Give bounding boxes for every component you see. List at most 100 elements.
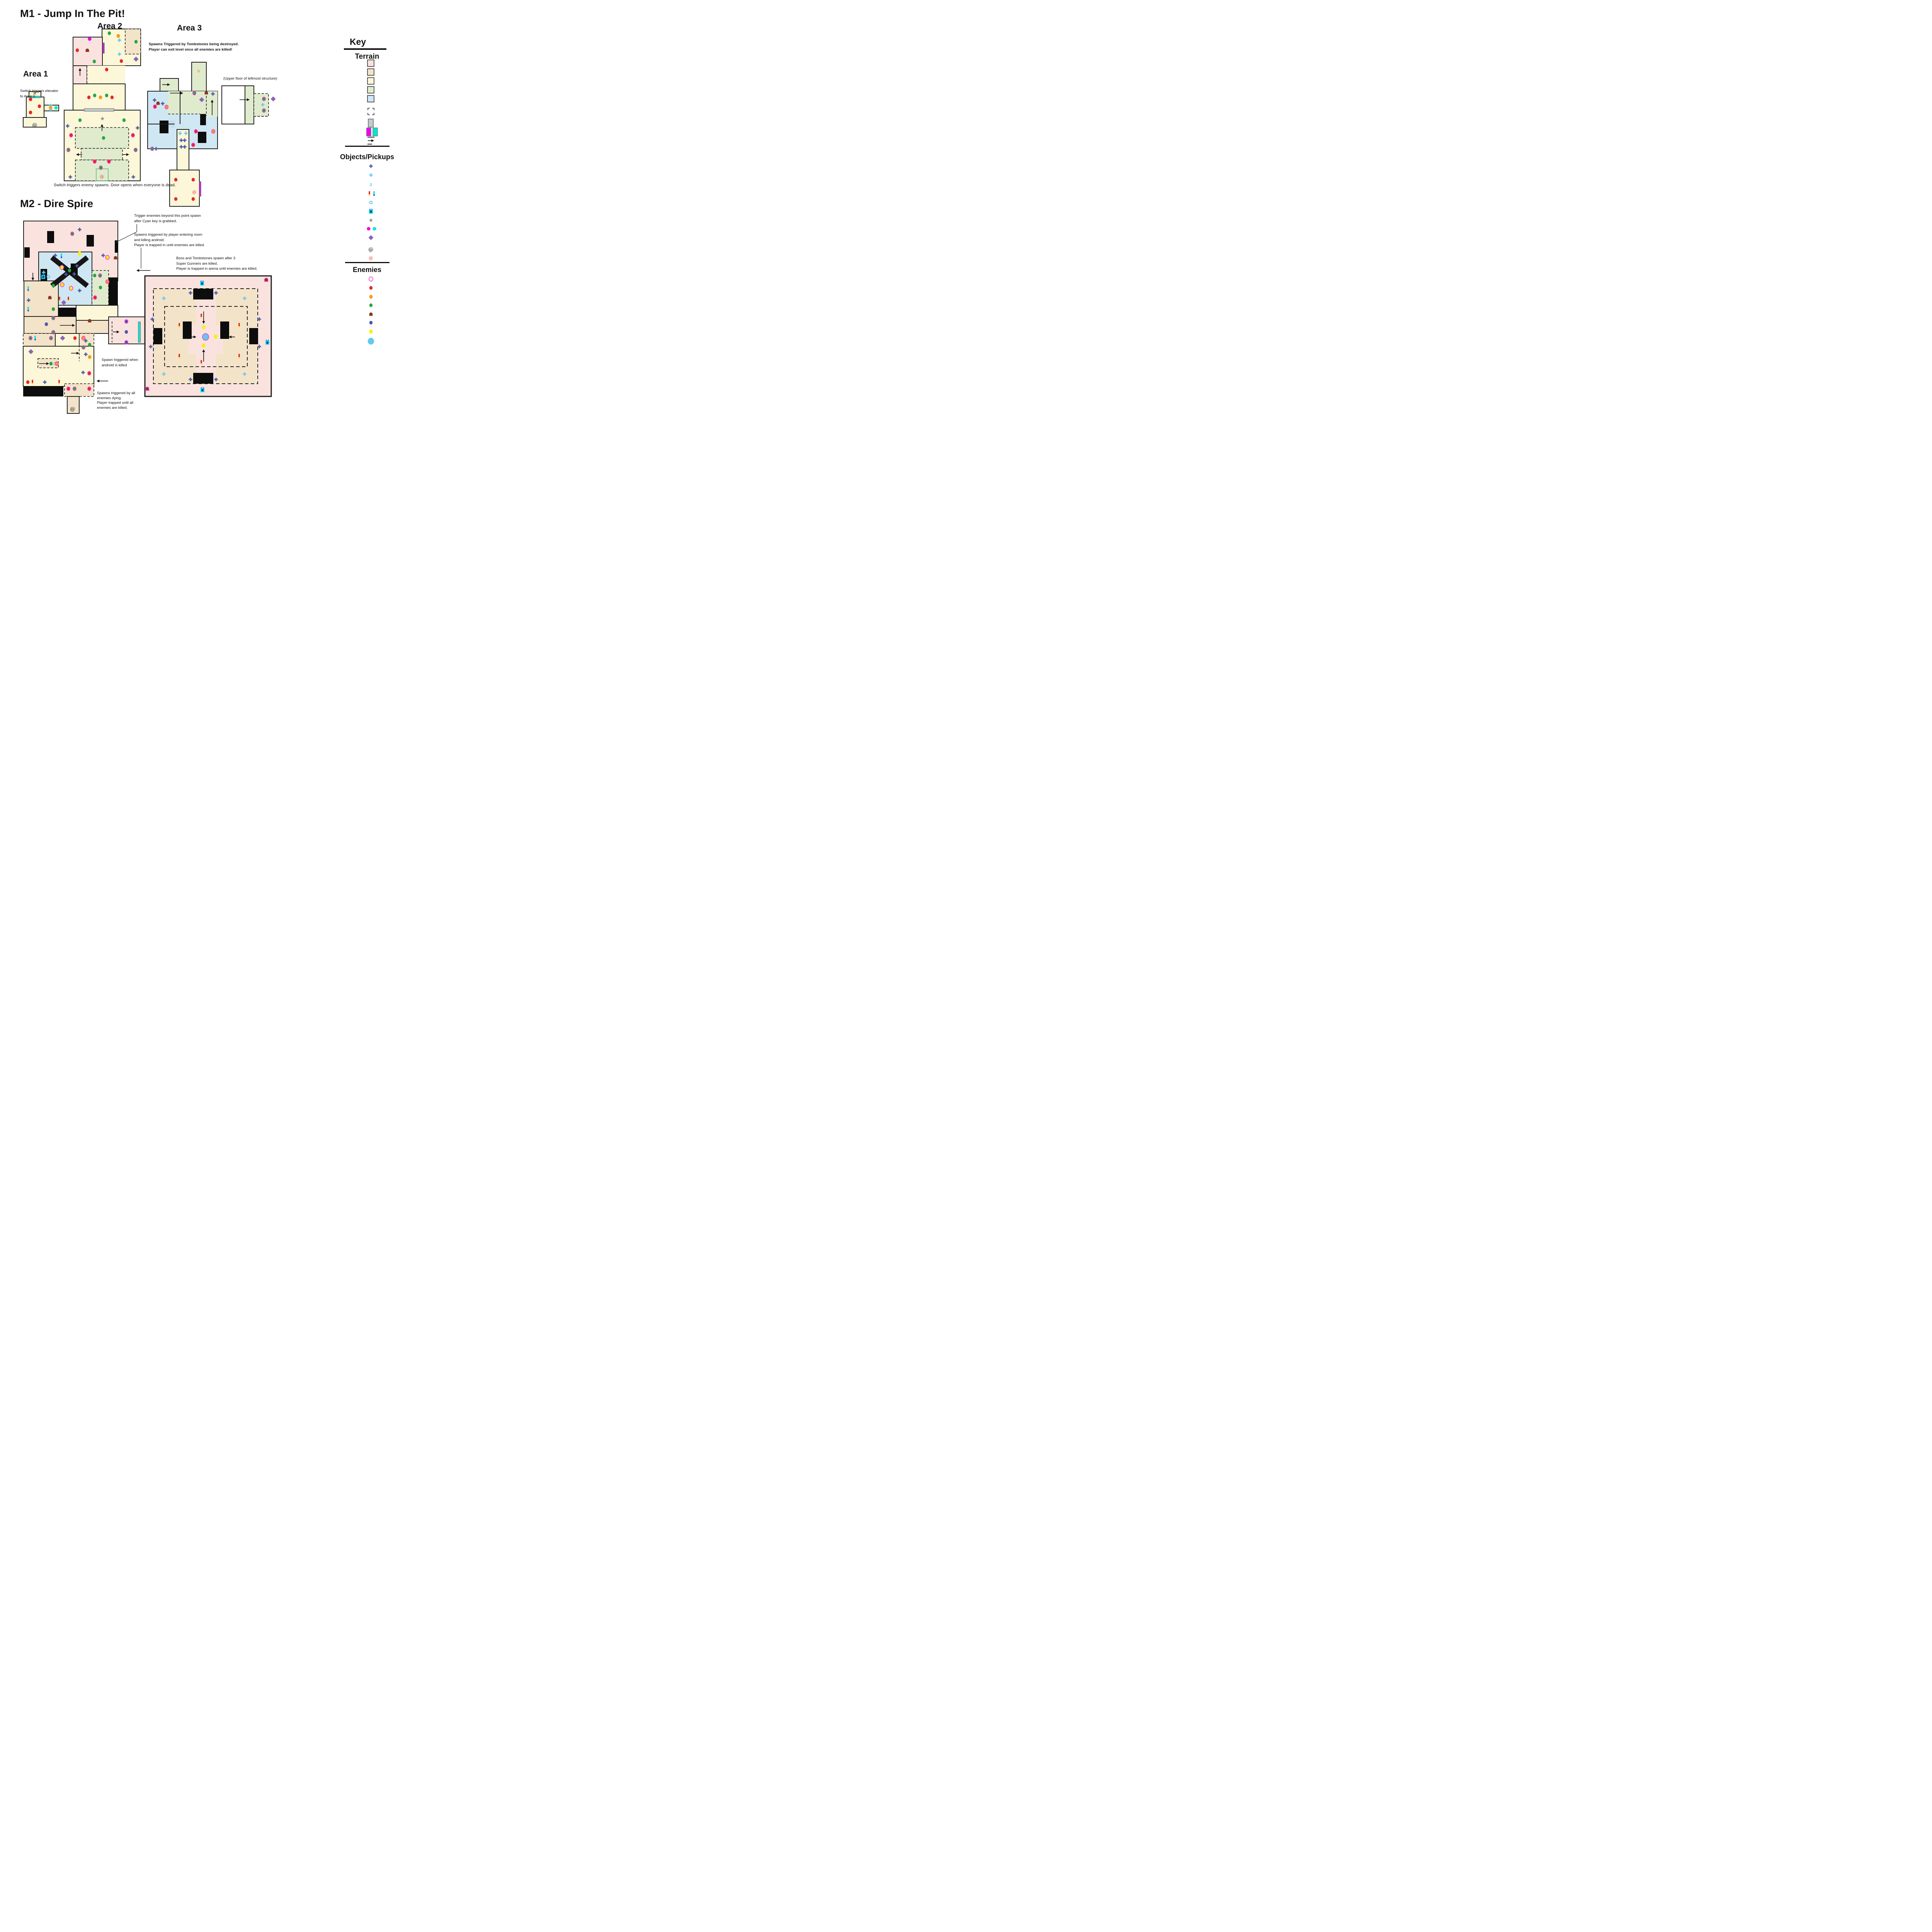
shellcannon-ammo-red-marker <box>238 354 240 359</box>
puncher-marker <box>110 95 114 99</box>
beeg-puncher-marker <box>369 295 373 299</box>
pillar <box>160 121 168 133</box>
pillar <box>193 289 213 299</box>
triggered-supah-marker <box>60 282 65 287</box>
triggered-puncher-marker <box>194 129 198 134</box>
pillar <box>109 277 118 305</box>
pillar <box>193 373 213 384</box>
shellcannon-ammo-red-marker <box>238 323 240 328</box>
key-magenta-marker <box>88 37 92 41</box>
gunner-marker <box>51 284 55 287</box>
area3-label: Area 3 <box>177 24 202 32</box>
pillar <box>87 235 94 247</box>
triggered-gunner-marker <box>192 91 196 95</box>
player-start-marker: @ <box>70 406 75 412</box>
health30-marker <box>117 52 121 56</box>
direction-arrow <box>190 335 196 338</box>
health30-marker <box>243 296 247 300</box>
puncher-marker <box>105 68 109 71</box>
legend-header-objects-pickups: Objects/Pickups <box>340 153 395 161</box>
puncher-marker <box>191 197 195 201</box>
triggered-puncher-marker <box>93 295 97 300</box>
triggered-gunner-marker <box>70 231 75 236</box>
pillar <box>58 308 76 316</box>
shellcannon-ammo-red-marker <box>369 191 370 196</box>
puncher-marker <box>29 97 32 101</box>
health30-marker <box>369 173 373 177</box>
gunner-marker <box>107 31 111 35</box>
health10-marker <box>189 378 192 381</box>
triggered-android-marker <box>124 319 128 324</box>
supah-gunner-marker <box>202 325 206 330</box>
health30-marker <box>184 131 188 135</box>
gunner-marker <box>78 118 82 122</box>
triggered-gunner-marker <box>51 316 56 320</box>
health30-marker <box>49 104 53 107</box>
area2-label: Area 2 <box>97 22 122 31</box>
health10-marker <box>214 291 218 295</box>
player-start-marker: @ <box>32 122 37 128</box>
health10-marker <box>179 138 183 142</box>
direction-arrow <box>60 324 75 327</box>
triggered-beeg-marker <box>81 336 86 340</box>
tombstone-marker <box>114 256 117 260</box>
room-a1-main <box>26 97 44 118</box>
gunner-marker <box>102 136 105 140</box>
key-door <box>138 321 141 343</box>
switch-door <box>84 108 114 112</box>
direction-arrow <box>31 273 34 281</box>
triggered-gunner-marker <box>51 330 56 335</box>
omegun-ammo-marker <box>201 387 204 392</box>
triggered-puncher-marker <box>69 133 73 138</box>
health10-marker <box>68 175 72 179</box>
room-a2-pit-mid <box>81 148 123 160</box>
pillar <box>200 114 206 125</box>
triggered-gunner-marker <box>262 97 266 101</box>
gunner-marker <box>51 307 55 311</box>
switch-marker <box>369 218 373 222</box>
health30-marker <box>162 296 166 300</box>
health10-marker <box>75 264 79 268</box>
shellcannon-ammo-cyan-marker <box>34 336 36 340</box>
health30-marker <box>117 38 121 42</box>
health10-marker <box>66 124 70 128</box>
gunner-marker <box>92 60 96 63</box>
supah-gunner-marker <box>78 251 82 256</box>
omegun-ammo-marker <box>41 274 45 279</box>
health10-marker <box>183 138 187 142</box>
m2-title: M2 - Dire Spire <box>20 198 94 209</box>
triggered-supah-marker <box>105 255 110 260</box>
tombstone-marker <box>156 101 160 105</box>
room-a1-bottom <box>23 117 47 128</box>
new-area-marker: @ <box>192 190 197 195</box>
health10-marker <box>136 126 139 130</box>
shellcannon-ammo-red-marker <box>179 323 180 328</box>
room-m2-yellow-small <box>55 333 82 347</box>
health10-marker <box>369 164 373 168</box>
health10-marker <box>43 380 47 384</box>
key-door <box>102 43 105 54</box>
room-a3-upper-white <box>221 85 245 124</box>
shellcannon-marker: S <box>370 183 372 187</box>
triggered-puncher-marker <box>93 159 97 164</box>
gunner-marker <box>68 269 71 272</box>
jump-pad-marker <box>199 97 204 102</box>
switch-marker <box>32 91 37 95</box>
area3-upper-label: (Upper floor of leftmost structure) <box>223 77 277 81</box>
legend-title: Key <box>350 37 366 47</box>
triggered-beeg-marker <box>164 105 169 109</box>
health10-marker <box>53 253 57 257</box>
pillar <box>47 231 54 243</box>
triggered-gunner-marker <box>262 108 266 113</box>
android-marker <box>124 330 128 334</box>
key-cyan-marker <box>372 227 376 231</box>
triggered-puncher-marker <box>87 371 92 376</box>
room-m2-tanB <box>24 316 77 334</box>
room-arena-inner-ring <box>164 306 248 367</box>
shellcannon-ammo-red-marker <box>32 380 33 384</box>
legend-header-enemies: Enemies <box>352 266 382 274</box>
area3-note: Spawns Triggered by Tombstones being des… <box>149 42 239 52</box>
beeg-puncher-marker <box>116 34 120 38</box>
titan-marker <box>367 338 374 345</box>
